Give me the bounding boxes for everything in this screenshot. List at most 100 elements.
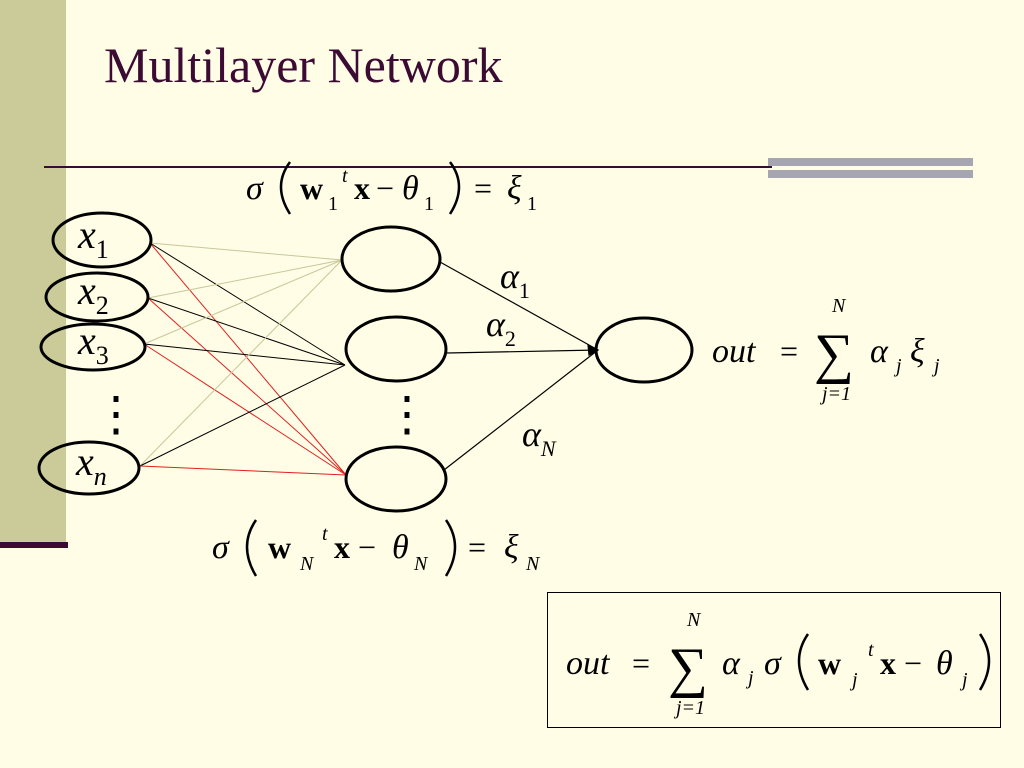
- bottom-xi-sub: N: [525, 553, 541, 575]
- weight-alpha-2-sub: 2: [505, 326, 516, 351]
- weight-alpha-1-sub: 1: [519, 278, 530, 303]
- box-t: t: [868, 639, 874, 661]
- out-eq: =: [780, 333, 798, 369]
- bottom-minus: −: [358, 529, 376, 565]
- title-rule: [44, 166, 772, 168]
- boxed-formula-frame: [547, 592, 1001, 728]
- box-w: w: [818, 645, 841, 681]
- left-accent-underline: [0, 542, 68, 548]
- input-node-x2: [44, 271, 150, 323]
- top-theta-sub: 1: [424, 193, 434, 215]
- input-x3-base: x: [77, 318, 96, 363]
- hidden-layer: [340, 225, 448, 513]
- hidden-node-n: [344, 445, 448, 513]
- hidden-ellipsis: ⋮: [383, 388, 431, 441]
- conn-x3-hn: [143, 343, 347, 476]
- box-paren-left: [797, 633, 810, 691]
- out-xi-sub: j: [931, 355, 940, 377]
- top-sigma: σ: [246, 170, 264, 207]
- bottom-t: t: [322, 523, 328, 545]
- weight-alpha-n-sub: N: [540, 436, 557, 461]
- box-theta-sub: j: [959, 669, 968, 691]
- hidden-node-n-formula: σ w N t x − θ N = ξ N: [212, 519, 541, 577]
- conn-x2-h1: [147, 259, 343, 299]
- boxed-formula: out = N ∑ j=1 α j σ w j t x − θ j: [566, 609, 991, 719]
- box-alpha: α: [722, 645, 741, 682]
- weight-alpha-1: α: [500, 256, 520, 296]
- left-accent-bar: [0, 0, 66, 545]
- out-xi: ξ: [910, 333, 925, 370]
- conn-xn-h1: [139, 259, 343, 467]
- bottom-theta-sub: N: [413, 553, 429, 575]
- weight-alpha-2: α: [486, 304, 506, 344]
- svg-text:xn: xn: [75, 439, 107, 491]
- conn-x2-h2: [147, 297, 346, 366]
- output-formula: out = N ∑ j=1 α j ξ j: [712, 295, 940, 405]
- conn-x1-h2: [149, 242, 346, 366]
- weight-labels: α1 α2 αN: [486, 256, 557, 461]
- input-x2-sub: 2: [96, 291, 109, 320]
- box-alpha-sub: j: [745, 667, 754, 689]
- conn-xn-h2: [139, 364, 346, 467]
- input-x3-sub: 3: [96, 341, 109, 370]
- slide-title: Multilayer Network: [104, 37, 503, 93]
- box-sum-lower: j=1: [673, 697, 705, 719]
- bottom-theta: θ: [392, 529, 409, 566]
- svg-text:x3: x3: [77, 318, 109, 370]
- conn-x2-hn: [147, 297, 347, 476]
- input-node-x1: [51, 211, 153, 269]
- conn-hn-out: [443, 349, 599, 471]
- box-w-sub: j: [849, 669, 858, 691]
- top-eq: =: [474, 170, 492, 206]
- out-label: out: [712, 333, 757, 370]
- out-sum-lower: j=1: [819, 383, 851, 405]
- input-ellipsis: ⋮: [92, 388, 140, 441]
- top-xi-sub: 1: [527, 193, 537, 215]
- input-labels: x1 x2 x3 xn: [75, 212, 109, 491]
- top-xi: ξ: [507, 170, 522, 207]
- input-node-x3: [39, 322, 147, 372]
- out-alpha: α: [870, 333, 889, 370]
- conn-x3-h2: [143, 343, 346, 366]
- bottom-paren-right: [444, 519, 457, 577]
- output-node: [594, 316, 694, 384]
- hidden-node-2: [344, 315, 448, 383]
- input-xn-base: x: [75, 439, 94, 484]
- svg-text:x1: x1: [77, 212, 109, 264]
- box-theta: θ: [936, 645, 953, 682]
- top-paren-right: [448, 161, 461, 215]
- input-node-xn: [37, 440, 141, 496]
- svg-text:α2: α2: [486, 304, 516, 351]
- top-t: t: [342, 165, 348, 187]
- conn-h1-out: [439, 261, 599, 351]
- conn-h2-out: [446, 349, 599, 354]
- top-x: x: [354, 170, 370, 206]
- top-paren-left: [279, 161, 292, 215]
- bottom-x: x: [334, 529, 350, 565]
- input-layer: [37, 211, 153, 496]
- bottom-sigma: σ: [212, 529, 230, 566]
- svg-text:α1: α1: [500, 256, 530, 303]
- weight-alpha-n: α: [522, 414, 542, 454]
- box-minus: −: [904, 645, 922, 681]
- conn-x1-h1: [149, 242, 343, 261]
- bottom-xi: ξ: [504, 529, 519, 566]
- arrowhead: [587, 343, 600, 356]
- title-rule-accent: [768, 158, 973, 178]
- top-minus: −: [376, 170, 394, 206]
- bottom-w-sub: N: [299, 553, 315, 575]
- bottom-paren-left: [245, 519, 258, 577]
- bottom-eq: =: [468, 529, 486, 565]
- conn-xn-hn: [139, 465, 347, 476]
- top-w: w: [300, 170, 323, 206]
- bottom-w: w: [268, 529, 291, 565]
- box-sum: ∑: [668, 637, 708, 699]
- top-w-sub: 1: [328, 193, 338, 215]
- input-x1-sub: 1: [96, 235, 109, 264]
- svg-text:αN: αN: [522, 414, 557, 461]
- top-theta: θ: [402, 170, 419, 207]
- box-x: x: [880, 645, 896, 681]
- box-paren-right: [978, 633, 991, 691]
- out-alpha-sub: j: [893, 355, 902, 377]
